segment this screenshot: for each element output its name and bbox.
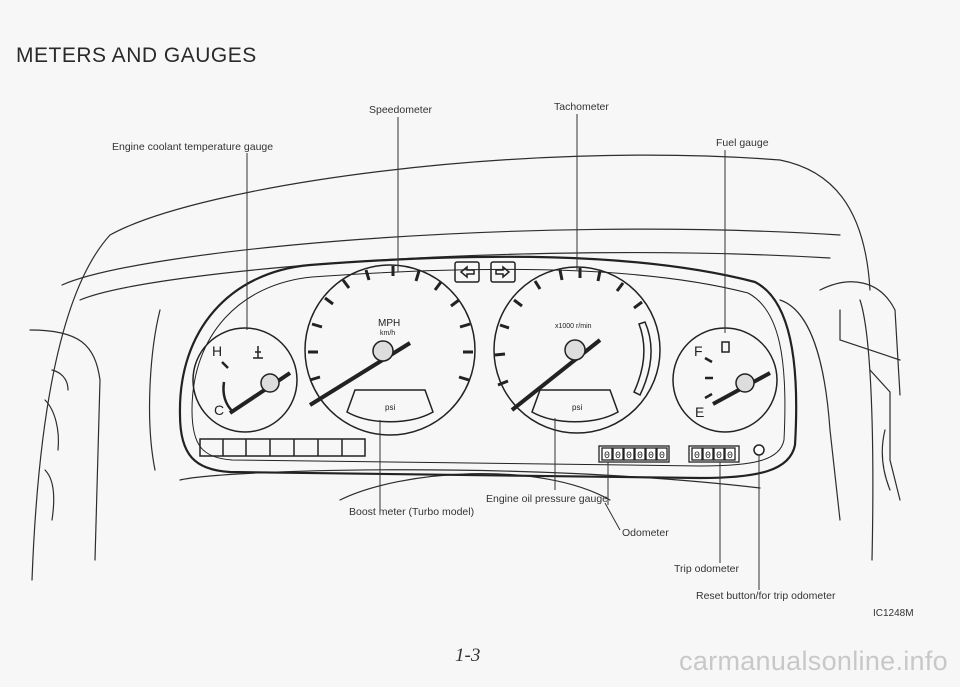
odometer-digit: 0 — [615, 451, 621, 462]
page-number: 1-3 — [455, 645, 481, 666]
watermark[interactable]: carmanualsonline.info — [679, 646, 948, 676]
fuel-empty-mark: E — [695, 404, 704, 420]
trip-digit: 0 — [727, 451, 733, 462]
coolant-cold-mark: C — [214, 402, 224, 418]
trip-digit: 0 — [716, 451, 722, 462]
speedometer-unit: MPH — [378, 318, 400, 329]
callout-speedometer: Speedometer — [369, 104, 433, 116]
odometer-digit: 0 — [637, 451, 643, 462]
callout-oil-pressure-gauge: Engine oil pressure gauge — [486, 493, 608, 505]
trip-odometer-display — [688, 445, 740, 463]
page-heading: METERS AND GAUGES — [16, 44, 257, 67]
callout-reset-button: Reset button/for trip odometer — [696, 590, 836, 602]
fuel-full-mark: F — [694, 343, 703, 359]
callout-leader-lines — [246, 114, 760, 590]
callout-boost-meter: Boost meter (Turbo model) — [349, 506, 474, 518]
trip-digit: 0 — [694, 451, 700, 462]
odometer-display — [598, 445, 670, 463]
fuel-gauge-dial — [672, 327, 778, 433]
figure-code: IC1248M — [873, 608, 914, 619]
coolant-hot-mark: H — [212, 343, 222, 359]
oil-psi-label: psi — [572, 403, 582, 412]
odometer-digit: 0 — [659, 451, 665, 462]
boost-psi-label: psi — [385, 403, 395, 412]
callout-tachometer: Tachometer — [554, 101, 609, 113]
speedometer-unit-sub: km/h — [380, 330, 395, 337]
trip-digit: 0 — [705, 451, 711, 462]
tachometer-unit: x1000 r/min — [555, 323, 592, 330]
trip-reset-button — [753, 444, 765, 456]
warning-light-strip — [199, 438, 366, 457]
odometer-digit: 0 — [626, 451, 632, 462]
callout-odometer: Odometer — [622, 527, 669, 539]
callout-fuel-gauge: Fuel gauge — [716, 137, 769, 149]
odometer-digit: 0 — [604, 451, 610, 462]
coolant-temperature-gauge — [192, 327, 298, 433]
speedometer-dial — [304, 264, 476, 436]
odometer-digit: 0 — [648, 451, 654, 462]
turn-signal-indicators — [454, 261, 516, 283]
dashboard-outline — [31, 154, 871, 581]
callout-coolant-gauge: Engine coolant temperature gauge — [112, 141, 273, 153]
cluster-housing — [178, 255, 798, 480]
callout-trip-odometer: Trip odometer — [674, 563, 739, 575]
